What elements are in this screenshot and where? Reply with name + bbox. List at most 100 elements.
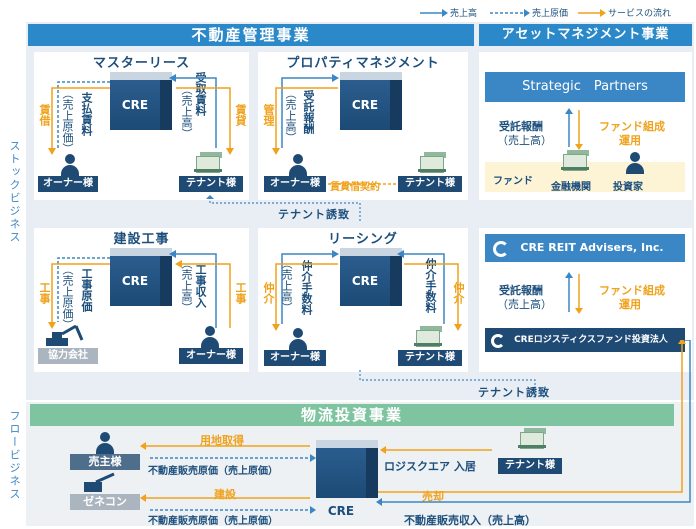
sales-cost-2: 不動産販売原価（売上原価） <box>148 516 278 527</box>
tenant-invite-1-arrow <box>206 195 361 221</box>
construction-arrows <box>48 250 231 329</box>
fund-label: ファンド <box>493 176 533 187</box>
sales-cost-1: 不動産販売原価（売上原価） <box>148 466 278 477</box>
genecon: ゼネコン <box>70 494 140 510</box>
master-lease-receive-rent: 受取賃料 <box>194 72 207 116</box>
owner-person-icon <box>60 154 80 176</box>
legend-sales: 売上高 <box>450 9 478 19</box>
master-lease-pay-rent: 支払賃料 <box>80 92 93 136</box>
fund-building-icon <box>561 150 589 171</box>
real-estate-mgmt-header: 不動産管理事業 <box>28 24 474 46</box>
construction-title: 建設工事 <box>113 232 170 247</box>
construction-card: 建設工事 CRE 工事 （売上原価） 工事原価 工事収入 （売上高） 工事 協力… <box>34 228 249 372</box>
property-mgmt-title: プロパティマネジメント <box>286 56 440 71</box>
asset-sales-2: （売上高） <box>497 298 552 311</box>
master-lease-card: マスターリース CRE 賃借 （売上原価） 支払賃料 受取賃料 （売上高） 賃貸… <box>34 52 249 200</box>
master-lease-sales-label: （売上高） <box>180 84 193 139</box>
construction-sales-label: （売上高） <box>180 258 193 313</box>
logistics-header: 物流投資事業 <box>30 404 674 426</box>
property-mgmt-fee: 受託報酬 <box>302 90 315 134</box>
cre-logo-icon <box>493 241 509 257</box>
logistics-fund: CREロジスティクスファンド投資法人 <box>485 328 685 352</box>
flow-business-label: フロービジネス <box>8 410 21 501</box>
leasing-title: リーシング <box>328 232 398 247</box>
seller: 売主様 <box>70 454 140 470</box>
property-mgmt-sales-label: （売上高） <box>284 88 297 143</box>
property-mgmt-owner: オーナー様 <box>264 176 326 192</box>
construction-revenue: 工事収入 <box>194 264 207 308</box>
property-mgmt-card: プロパティマネジメント CRE 管理 （売上高） 受託報酬 オーナー様 賃貸借契… <box>258 52 468 200</box>
tenant-invite-1: テナント誘致 <box>278 208 350 221</box>
logisquare-move-in: ロジスクエア 入居 <box>384 460 476 473</box>
excavator-icon <box>46 324 84 346</box>
construction-cost: 工事原価 <box>80 268 93 312</box>
investor-person-icon <box>625 152 645 174</box>
master-lease-lend: 賃貸 <box>234 104 247 126</box>
leasing-left-flow: 仲介 <box>262 282 275 304</box>
logistics-tenant: テナント様 <box>498 458 562 474</box>
cre-building: CRE <box>110 248 172 308</box>
construction-cost-label: （売上原価） <box>61 264 74 330</box>
asset-fund-op-1a: ファンド組成 <box>599 120 665 133</box>
reit-card: CRE REIT Advisers, Inc. 受託報酬 （売上高） ファンド組… <box>479 228 692 372</box>
bank-label: 金融機関 <box>551 182 591 193</box>
asset-fund-op-2a: ファンド組成 <box>599 284 665 297</box>
leasing-owner: オーナー様 <box>264 350 326 366</box>
asset-arrows-2 <box>565 272 583 314</box>
lease-contract: 賃貸借契約 <box>330 182 380 193</box>
tenant-invite-2: テナント誘致 <box>478 386 550 399</box>
legend-cost: 売上原価 <box>532 9 569 19</box>
reit-label: CRE REIT Advisers, Inc. <box>520 241 664 254</box>
asset-fund-op-2b: 運用 <box>619 298 641 311</box>
legend-cost-arrow <box>490 9 530 17</box>
logistics-fund-label: CREロジスティクスファンド投資法人 <box>514 335 668 345</box>
move-in-arrow <box>380 446 492 454</box>
cre-building: CRE <box>316 440 378 518</box>
cre-reit-advisers: CRE REIT Advisers, Inc. <box>485 234 685 262</box>
logistics-right-arrows <box>376 340 691 506</box>
leasing-fee-left: 仲介手数料 <box>300 260 313 315</box>
asset-arrows-1 <box>565 108 583 150</box>
cre-logo-icon <box>491 334 505 348</box>
cre-building: CRE <box>110 72 172 132</box>
legend-sales-arrow <box>420 9 448 17</box>
stock-business-label: ストックビジネス <box>8 140 21 244</box>
property-mgmt-manage: 管理 <box>262 104 275 126</box>
strategic-partners: Strategic Partners <box>485 72 685 102</box>
asset-fee-2: 受託報酬 <box>499 284 543 297</box>
land-acquisition: 用地取得 <box>200 434 244 447</box>
sale-label: 売却 <box>422 490 444 503</box>
asset-fund-op-1b: 運用 <box>619 134 641 147</box>
master-lease-arrows <box>48 74 234 155</box>
master-lease-cost-label: （売上原価） <box>61 88 74 154</box>
construction-left-flow: 工事 <box>38 282 51 304</box>
cre-building: CRE <box>340 248 402 308</box>
tenant-building-icon <box>194 152 222 173</box>
investor-label: 投資家 <box>613 182 643 193</box>
tenant-invite-2-arrow <box>359 370 536 398</box>
property-mgmt-tenant: テナント様 <box>398 176 462 192</box>
tenant-building-icon <box>414 326 442 347</box>
logistics-left-arrows <box>140 442 316 514</box>
leasing-tenant: テナント様 <box>398 350 462 366</box>
legend-service: サービスの流れ <box>608 9 672 19</box>
asset-fee-1: 受託報酬 <box>499 120 543 133</box>
master-lease-borrow: 賃借 <box>38 104 51 126</box>
master-lease-tenant: テナント様 <box>179 176 243 192</box>
leasing-card: リーシング CRE 仲介 （売上高） 仲介手数料 仲介手数料 仲介 オーナー様 … <box>258 228 468 372</box>
owner-person-icon <box>288 154 308 176</box>
tenant-building-icon <box>418 152 446 173</box>
legend: 売上高 売上原価 サービスの流れ <box>420 6 692 20</box>
construction-partner: 協力会社 <box>38 348 98 364</box>
asset-sales-1: （売上高） <box>497 134 552 147</box>
seller-person-icon <box>95 432 115 454</box>
master-lease-title: マスターリース <box>92 56 191 71</box>
master-lease-owner: オーナー様 <box>38 176 98 192</box>
tenant-building-icon <box>518 428 546 449</box>
leasing-fee-right: 仲介手数料 <box>424 258 437 313</box>
leasing-sales-label: （売上高） <box>280 258 293 313</box>
cre-building: CRE <box>340 72 402 132</box>
construction-right-flow: 工事 <box>234 282 247 304</box>
construction-owner: オーナー様 <box>179 348 243 364</box>
crane-icon <box>84 472 115 492</box>
